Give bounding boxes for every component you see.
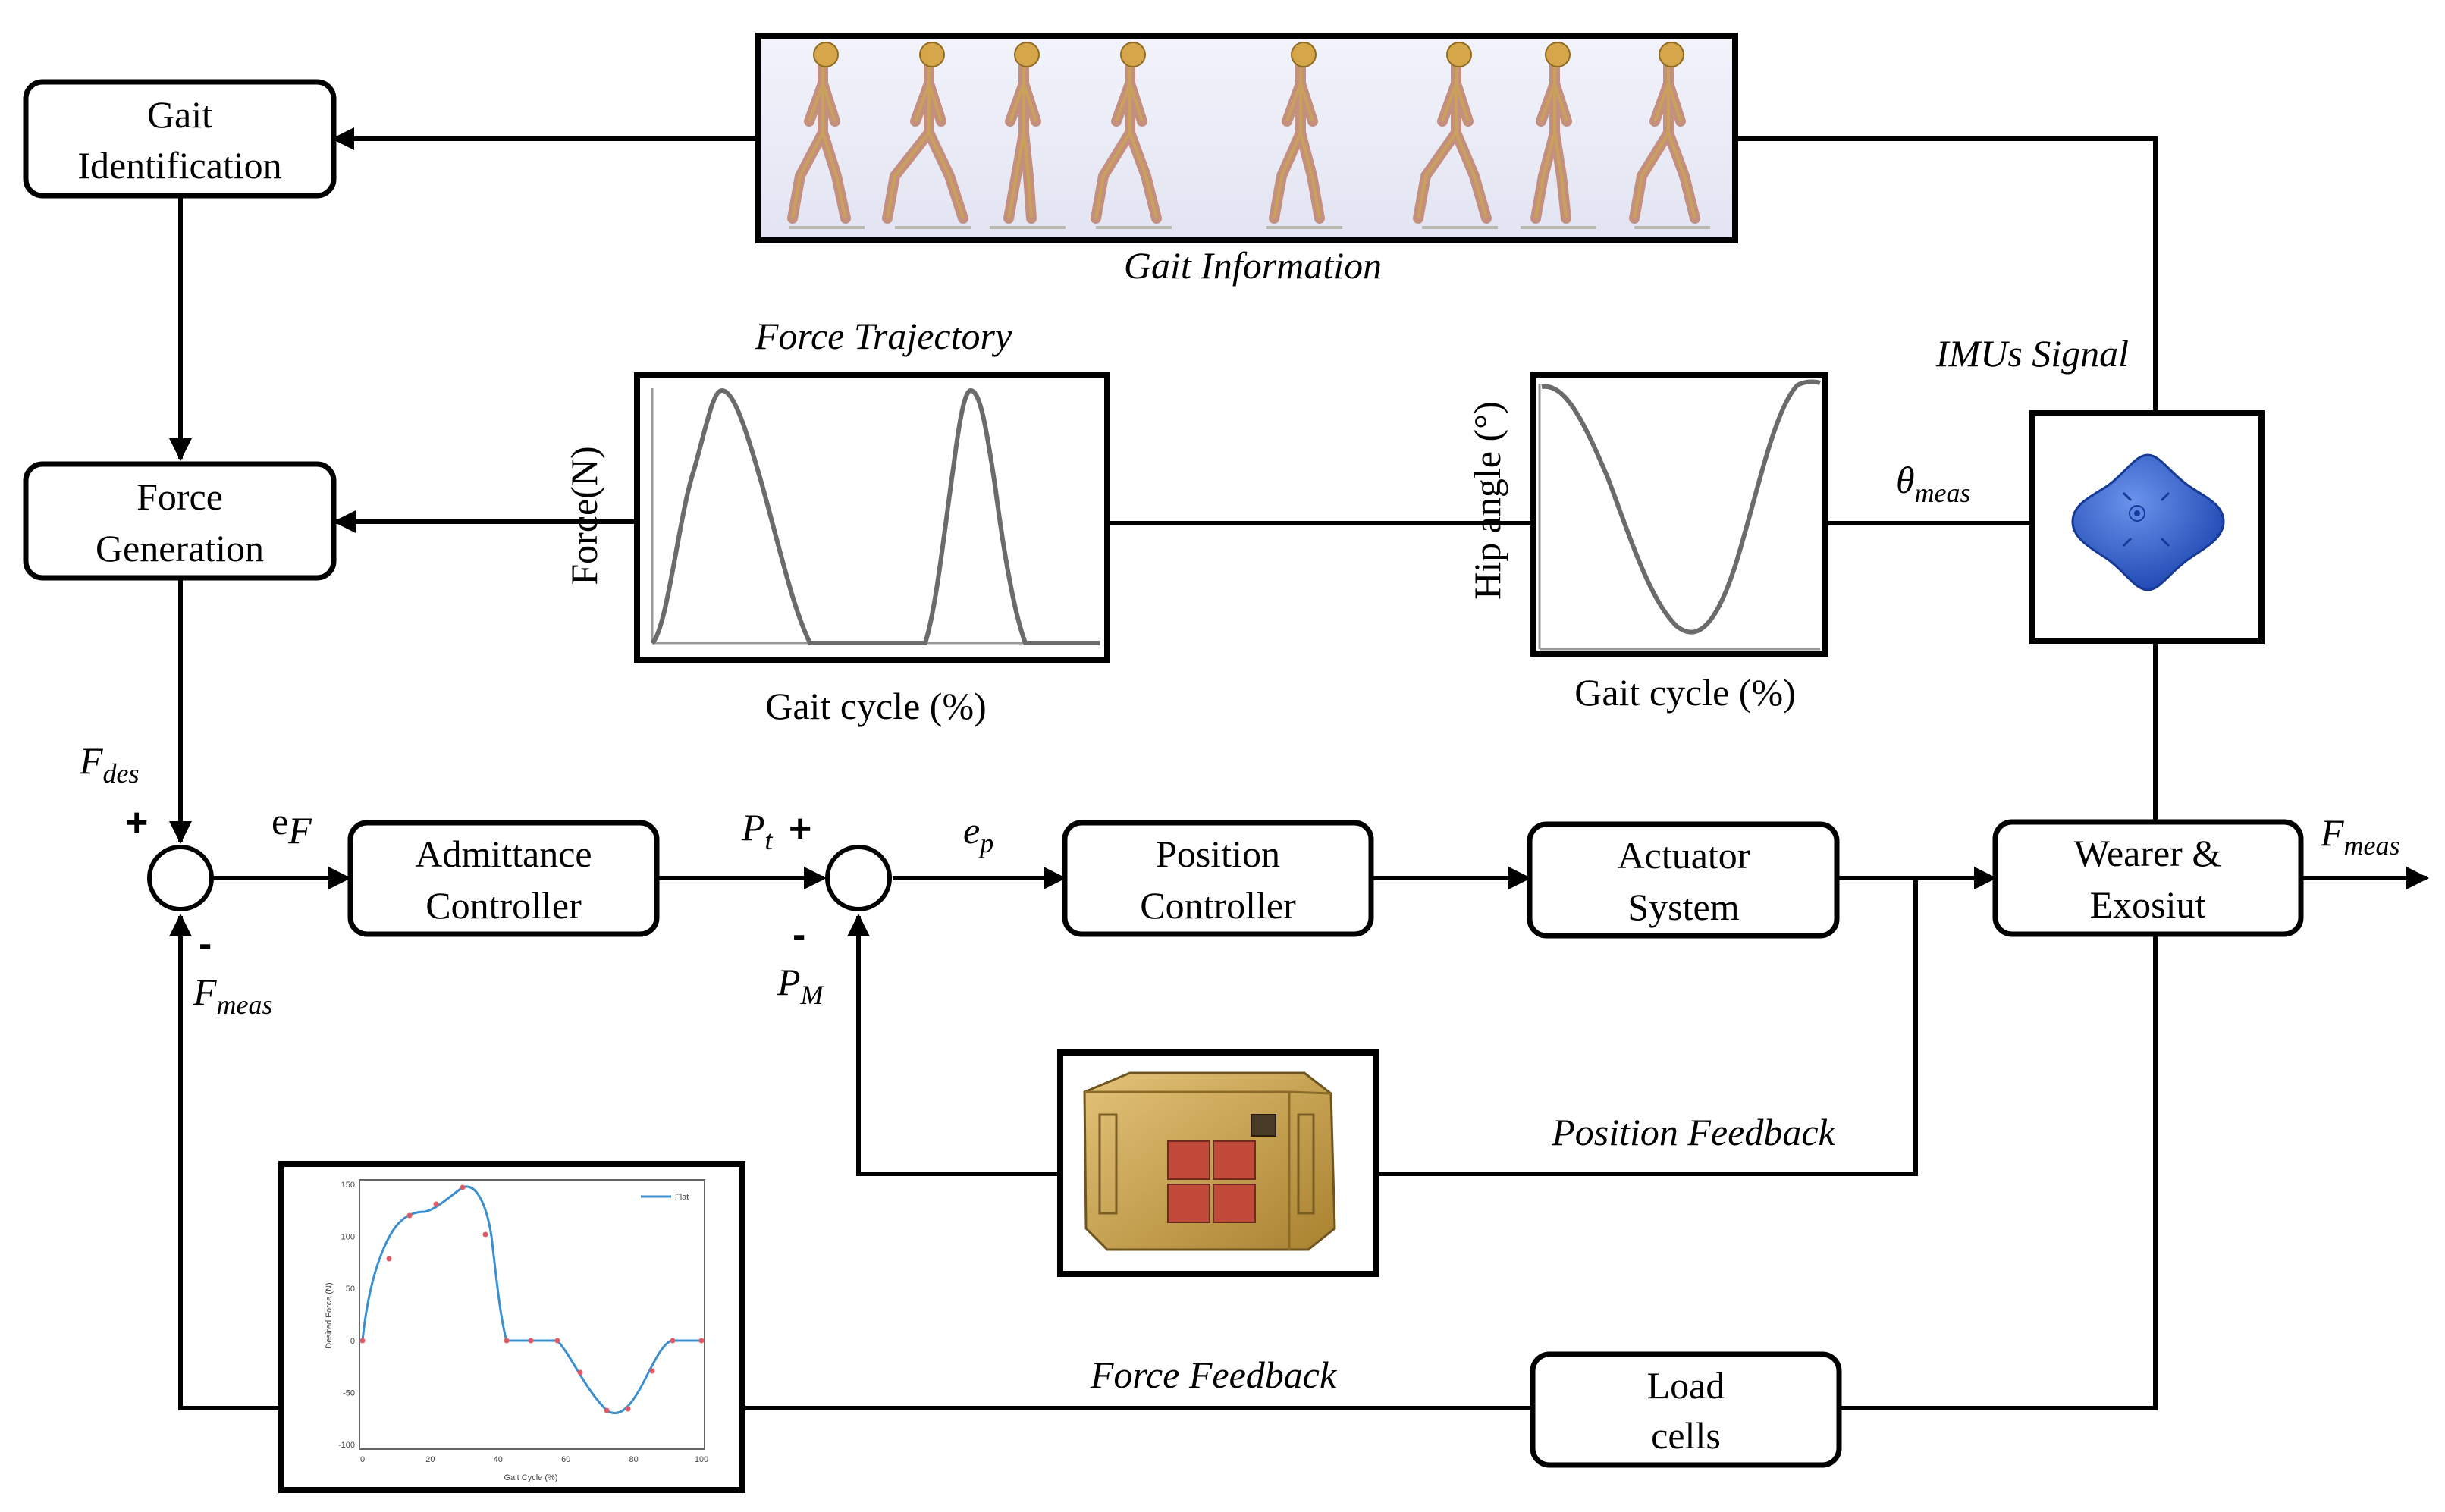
p-t-label: Pt bbox=[741, 806, 774, 855]
admittance-controller-line-2: Controller bbox=[425, 884, 582, 927]
inset-x-tick-label: 0 bbox=[360, 1455, 365, 1464]
e-f-label: eF bbox=[271, 800, 312, 852]
force-generation-block: Force Generation bbox=[23, 461, 337, 581]
force-generation-line-2: Generation bbox=[96, 527, 264, 569]
inset-y-tick-label: -100 bbox=[338, 1441, 355, 1450]
inset-y-tick-label: 150 bbox=[341, 1181, 355, 1190]
position-controller-line-1: Position bbox=[1156, 833, 1280, 875]
inset-chart-ticks: 150 100 50 0 -50 -100 0 20 40 60 80 100 bbox=[338, 1181, 708, 1464]
gait-identification-line-1: Gait bbox=[147, 93, 212, 136]
skeleton-figure bbox=[990, 42, 1066, 229]
hip-angle-curve bbox=[1541, 379, 1821, 635]
inset-x-tick-label: 80 bbox=[629, 1455, 638, 1464]
skeleton-figure bbox=[1521, 42, 1596, 229]
actuator-system-line-1: Actuator bbox=[1618, 834, 1750, 877]
inset-y-tick-label: -50 bbox=[343, 1388, 355, 1398]
skeleton-figure bbox=[1413, 42, 1498, 229]
skeleton-figure bbox=[882, 42, 971, 229]
f-meas-output-label: Fmeas bbox=[2320, 811, 2400, 861]
gait-information-label: Gait Information bbox=[1124, 244, 1382, 287]
inset-x-tick-label: 100 bbox=[695, 1455, 708, 1464]
wearer-exosuit-line-2: Exosiut bbox=[2090, 883, 2206, 926]
force-trajectory-curve bbox=[650, 387, 1100, 645]
imu-sensor-image bbox=[2029, 410, 2265, 644]
f-meas-feedback-label: Fmeas bbox=[193, 971, 273, 1020]
gait-identification-line-2: Identification bbox=[77, 144, 281, 187]
f-des-label: Fdes bbox=[79, 739, 140, 789]
signal-wires bbox=[169, 127, 2429, 1410]
wearer-exosuit-line-1: Wearer & bbox=[2074, 832, 2221, 874]
walking-skeleton-figures bbox=[787, 42, 1710, 229]
actuator-system-block: Actuator System bbox=[1527, 821, 1840, 939]
hip-plot-y-label: Hip angle (°) bbox=[1466, 401, 1508, 600]
summing-junction-position bbox=[825, 845, 892, 911]
skeleton-figure bbox=[1629, 42, 1710, 229]
inset-x-tick-label: 60 bbox=[561, 1455, 570, 1464]
gait-sequence-image bbox=[755, 33, 1738, 243]
summing-junction-force bbox=[147, 845, 214, 911]
hip-plot-x-label: Gait cycle (%) bbox=[1574, 671, 1796, 714]
inset-data-markers bbox=[359, 1184, 705, 1413]
skeleton-figure bbox=[1266, 42, 1342, 229]
actuator-image bbox=[1057, 1049, 1379, 1277]
gait-identification-block: Gait Identification bbox=[23, 79, 337, 199]
inset-x-tick-label: 40 bbox=[494, 1455, 503, 1464]
load-cells-line-1: Load bbox=[1647, 1364, 1725, 1407]
inset-force-curve bbox=[361, 1185, 701, 1415]
plus-sign-force: + bbox=[125, 801, 148, 845]
skeleton-figure bbox=[1091, 42, 1172, 229]
inset-legend-label: Flat bbox=[675, 1193, 689, 1202]
force-generation-line-1: Force bbox=[137, 475, 223, 518]
admittance-controller-block: Admittance Controller bbox=[347, 820, 660, 937]
inset-x-axis-label: Gait Cycle (%) bbox=[504, 1473, 558, 1482]
load-cells-block: Load cells bbox=[1530, 1351, 1842, 1468]
force-plot-x-label: Gait cycle (%) bbox=[765, 685, 987, 727]
minus-sign-force: - bbox=[199, 922, 212, 966]
inset-y-tick-label: 50 bbox=[346, 1285, 355, 1294]
e-p-label: ep bbox=[963, 809, 993, 858]
p-m-label: PM bbox=[777, 961, 825, 1010]
force-feedback-label: Force Feedback bbox=[1090, 1354, 1337, 1396]
inset-y-axis-label: Desired Force (N) bbox=[325, 1282, 334, 1348]
skeleton-figure bbox=[787, 42, 865, 229]
force-plot-y-label: Force(N) bbox=[563, 446, 605, 585]
imu-icon bbox=[2071, 453, 2225, 591]
desired-force-chart: 150 100 50 0 -50 -100 0 20 40 60 80 100 Flat Gait C… bbox=[278, 1161, 745, 1493]
imus-signal-label: IMUs Signal bbox=[1935, 332, 2129, 375]
wearer-exosuit-block: Wearer & Exosiut bbox=[1992, 819, 2304, 937]
position-controller-block: Position Controller bbox=[1062, 820, 1374, 937]
hip-angle-plot bbox=[1530, 372, 1828, 657]
position-feedback-label: Position Feedback bbox=[1551, 1111, 1835, 1153]
force-trajectory-label: Force Trajectory bbox=[755, 315, 1012, 357]
load-cells-line-2: cells bbox=[1651, 1414, 1721, 1457]
position-controller-line-2: Controller bbox=[1140, 884, 1296, 927]
theta-meas-label: θmeas bbox=[1896, 459, 1971, 508]
actuator-system-line-2: System bbox=[1627, 886, 1739, 928]
admittance-controller-line-1: Admittance bbox=[415, 833, 592, 875]
force-trajectory-plot bbox=[634, 372, 1110, 663]
inset-y-tick-label: 100 bbox=[341, 1233, 355, 1242]
minus-sign-position: - bbox=[793, 913, 805, 957]
plus-sign-position: + bbox=[789, 807, 811, 851]
inset-y-tick-label: 0 bbox=[350, 1337, 355, 1346]
inset-x-tick-label: 20 bbox=[425, 1455, 435, 1464]
